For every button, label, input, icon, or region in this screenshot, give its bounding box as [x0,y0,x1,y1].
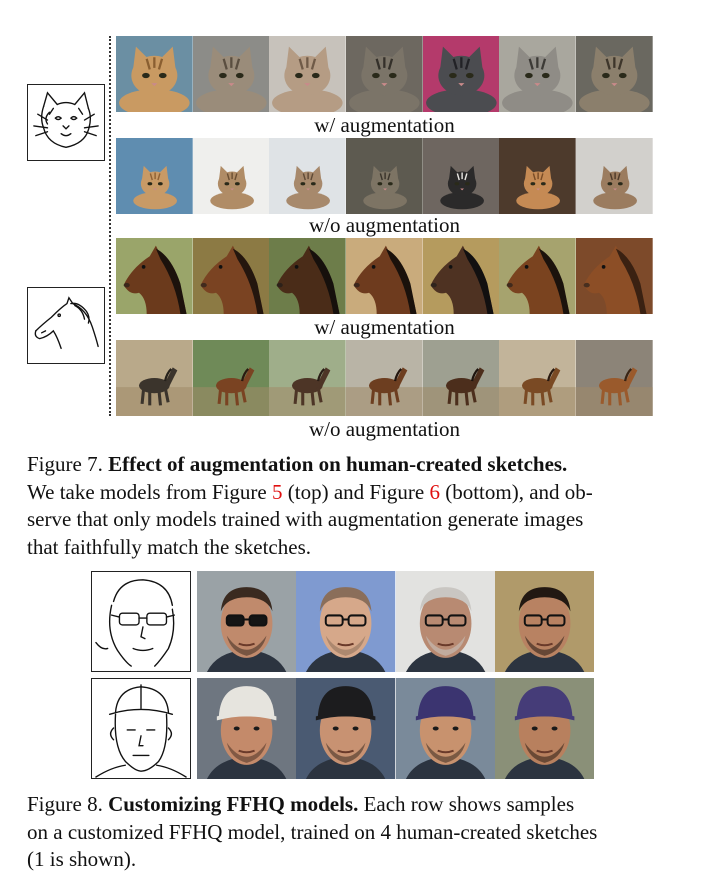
cat-samples-without-augmentation [116,138,653,214]
horse-sample-image [192,238,270,314]
cat-samples-with-augmentation [116,36,653,112]
horse-sample-image [576,340,653,416]
horse-sample-image [192,340,270,416]
face-sample-image [494,678,594,779]
cat-sample-image [116,138,193,214]
caption-text: on a customized FFHQ model, trained on 4… [27,819,598,844]
caption-text: serve that only models trained with augm… [27,507,584,532]
figure-8-caption: Figure 8. Customizing FFHQ models. Each … [27,791,677,874]
horse-sketch-icon [27,287,105,364]
face-samples-cap [197,678,594,779]
figure-8 [0,568,704,783]
row-caption: w/ augmentation [314,315,455,339]
face-cap-sketch-icon [91,678,191,779]
row-caption: w/ augmentation [314,113,455,137]
horse-sample-image [499,238,577,314]
face-sample-image [395,571,495,672]
cat-sample-image [576,36,653,112]
horse-sample-image [422,238,500,314]
face-samples-glasses [197,571,594,672]
cat-sample-image [422,138,500,214]
cat-sample-image [422,36,500,112]
cat-sample-image [269,36,347,112]
horse-sample-image [346,340,423,416]
figure-title: Customizing FFHQ models. [108,792,359,816]
cat-sketch-icon [27,84,105,161]
cat-sample-image [346,36,423,112]
horse-samples-with-augmentation [116,238,653,314]
figure-reference-link[interactable]: 6 [429,479,440,504]
horse-sample-image [269,238,347,314]
face-sample-image [395,678,495,779]
row-caption: w/o augmentation [308,417,461,441]
horse-sample-image [116,238,193,314]
caption-text: (bottom), and ob- [439,479,593,504]
caption-text: that faithfully match the sketches. [27,534,311,559]
cat-sample-image [192,138,270,214]
face-sample-image [494,571,594,672]
face-sample-image [296,571,396,672]
horse-sample-image [346,238,423,314]
caption-text: (1 is shown). [27,847,137,872]
cat-sample-image [499,138,577,214]
figure-7-caption: Figure 7. Effect of augmentation on huma… [27,451,677,561]
figure-label: Figure 7. [27,452,103,476]
horse-sample-image [499,340,577,416]
cat-sample-image [499,36,577,112]
cat-sample-image [346,138,423,214]
dotted-divider [109,36,111,416]
cat-sample-image [116,36,193,112]
cat-sample-image [269,138,347,214]
caption-text: (top) and Figure [282,479,430,504]
cat-sample-image [192,36,270,112]
horse-sample-image [269,340,347,416]
face-sample-image [197,571,297,672]
face-sample-image [197,678,297,779]
horse-samples-without-augmentation [116,340,653,416]
caption-text: We take models from Figure [27,479,272,504]
figure-7: w/ augmentation w/o augmentation w/ augm… [27,36,653,441]
figure-title: Effect of augmentation on human-created … [108,452,568,476]
figure-reference-link[interactable]: 5 [272,479,283,504]
cat-sample-image [576,138,653,214]
face-sample-image [296,678,396,779]
face-glasses-sketch-icon [91,571,191,672]
figure-label: Figure 8. [27,792,103,816]
horse-sample-image [576,238,653,314]
caption-text: Each row shows samples [358,792,575,816]
horse-sample-image [422,340,500,416]
horse-sample-image [116,340,193,416]
row-caption: w/o augmentation [308,213,461,237]
